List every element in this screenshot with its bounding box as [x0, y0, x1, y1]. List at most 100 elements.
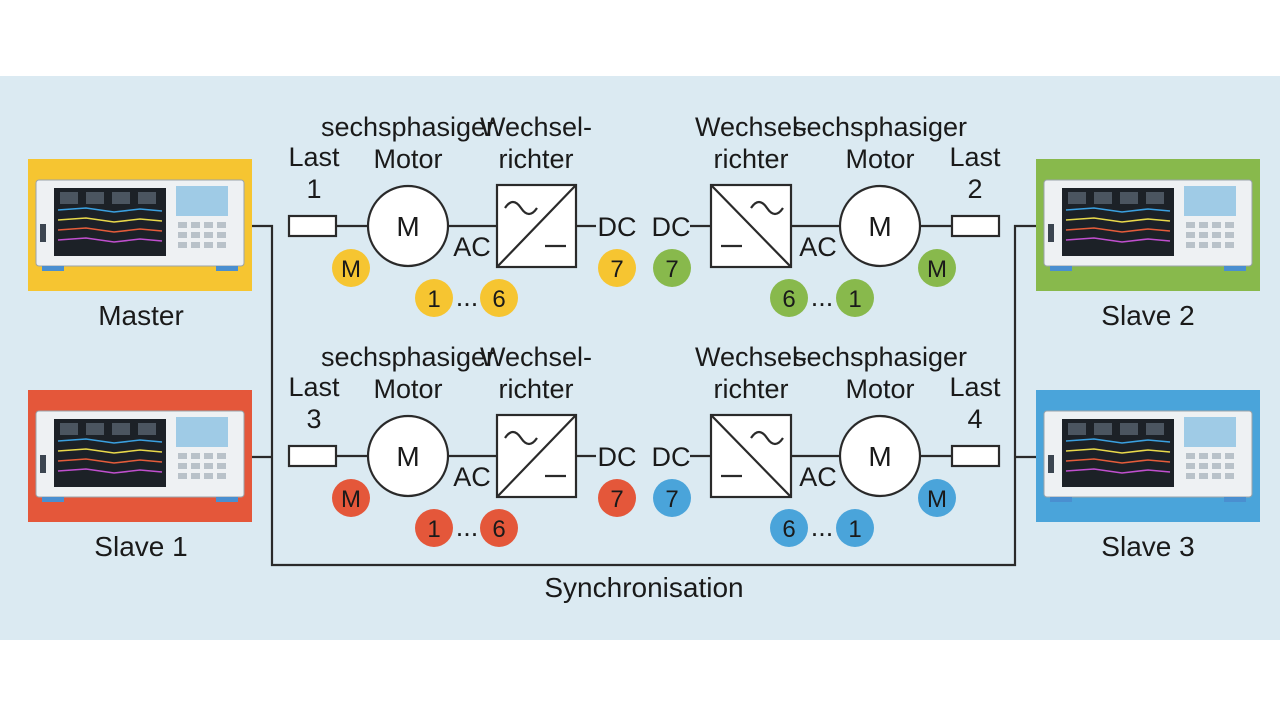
- analyzer-key: [1186, 453, 1195, 459]
- inverter-label-line1: Wechsel-: [480, 342, 592, 372]
- load-label: Last: [288, 142, 340, 172]
- measure-badge-motor-circle: [332, 249, 370, 287]
- analyzer-key: [1212, 453, 1221, 459]
- inverter-label-line2: richter: [498, 374, 573, 404]
- analyzer-foot: [216, 497, 238, 502]
- motor-symbol: [838, 414, 922, 498]
- analyzer-key: [1225, 463, 1234, 469]
- measure-badge-motor: M: [927, 486, 947, 513]
- analyzer-key-panel: [176, 186, 228, 216]
- analyzer-key: [1212, 473, 1221, 479]
- dc-label: DC: [652, 212, 691, 242]
- ac-tilde: [750, 430, 784, 446]
- analyzer-foot: [1224, 497, 1246, 502]
- motor-symbol: [366, 184, 450, 268]
- measure-badge-motor: M: [341, 256, 361, 283]
- analyzer-key: [191, 453, 200, 459]
- load-number: 4: [967, 404, 982, 434]
- motor-label-line2: Motor: [373, 144, 442, 174]
- inverter-label-line2: richter: [498, 144, 573, 174]
- analyzer-key: [1199, 232, 1208, 238]
- motor-label-line1: sechsphasiger: [793, 342, 967, 372]
- measure-badge-phase-first-circle: [770, 279, 808, 317]
- analyzer-key: [178, 242, 187, 248]
- measure-badge-phase-first: 1: [427, 286, 440, 313]
- screen-readout: [60, 192, 78, 204]
- analyzer-foot: [42, 266, 64, 271]
- dc-label: DC: [598, 442, 637, 472]
- analyzer-foot: [1050, 497, 1072, 502]
- analyzer-key: [217, 473, 226, 479]
- analyzer-key: [204, 463, 213, 469]
- measure-badge-dc: 7: [665, 486, 678, 513]
- analyzer-key: [1225, 242, 1234, 248]
- measure-badge-phase-first: 6: [782, 286, 795, 313]
- waveform-trace: [1065, 468, 1171, 474]
- analyzer-key: [1212, 242, 1221, 248]
- measure-badge-phase-first-circle: [415, 279, 453, 317]
- analyzer-key: [191, 222, 200, 228]
- phase-ellipsis: ...: [456, 282, 479, 312]
- screen-readout: [1094, 423, 1112, 435]
- slave2-label: Slave 2: [1101, 300, 1194, 331]
- screen-readout: [60, 423, 78, 435]
- measure-badge-phase-last-circle: [836, 279, 874, 317]
- measure-badge-phase-last-circle: [480, 509, 518, 547]
- analyzer-port: [1048, 224, 1054, 242]
- inverter-diagonal: [496, 414, 577, 498]
- waveform-trace: [57, 217, 163, 223]
- waveform-trace: [1065, 458, 1171, 464]
- analyzer-key: [191, 232, 200, 238]
- ac-tilde: [750, 200, 784, 216]
- waveform-trace: [57, 237, 163, 243]
- measure-badge-motor: M: [341, 486, 361, 513]
- phase-ellipsis: ...: [811, 282, 834, 312]
- analyzer-key: [1186, 463, 1195, 469]
- analyzer-key: [204, 453, 213, 459]
- analyzer-foot: [42, 497, 64, 502]
- motor-letter: M: [868, 211, 891, 242]
- waveform-trace: [1065, 237, 1171, 243]
- analyzer-key: [1225, 232, 1234, 238]
- measure-badge-motor: M: [927, 256, 947, 283]
- analyzer-key-panel: [1184, 186, 1236, 216]
- master-instrument: [28, 159, 252, 291]
- measure-badge-dc: 7: [610, 256, 623, 283]
- screen-readout: [1120, 192, 1138, 204]
- instruments: [28, 159, 1260, 522]
- motor-label-line1: sechsphasiger: [321, 342, 495, 372]
- dc-label: DC: [652, 442, 691, 472]
- analyzer-key: [1186, 242, 1195, 248]
- screen-readout: [138, 192, 156, 204]
- load-label: Last: [949, 142, 1001, 172]
- load-resistor: [287, 444, 338, 468]
- inverter-label-line1: Wechsel-: [480, 112, 592, 142]
- measure-badge-dc-circle: [598, 249, 636, 287]
- phase-ellipsis: ...: [811, 512, 834, 542]
- analyzer-key: [217, 242, 226, 248]
- analyzer-key: [217, 222, 226, 228]
- analyzer-key: [204, 473, 213, 479]
- analyzer-key: [1212, 463, 1221, 469]
- waveform-trace: [1065, 227, 1171, 233]
- waveform-trace: [57, 458, 163, 464]
- screen-readout: [1068, 423, 1086, 435]
- ac-label: AC: [799, 462, 837, 492]
- screen-readout: [86, 192, 104, 204]
- screen-readout: [112, 192, 130, 204]
- screen-readout: [86, 423, 104, 435]
- analyzer-foot: [216, 266, 238, 271]
- motor-symbol: [838, 184, 922, 268]
- motor-label-line1: sechsphasiger: [793, 112, 967, 142]
- screen-readout: [1120, 423, 1138, 435]
- waveform-trace: [1065, 438, 1171, 444]
- analyzer-key: [204, 232, 213, 238]
- measure-badge-phase-last: 1: [848, 516, 861, 543]
- screen-readout: [138, 423, 156, 435]
- measure-badge-dc: 7: [610, 486, 623, 513]
- load-label: Last: [288, 372, 340, 402]
- analyzer-key: [1186, 232, 1195, 238]
- load-label: Last: [949, 372, 1001, 402]
